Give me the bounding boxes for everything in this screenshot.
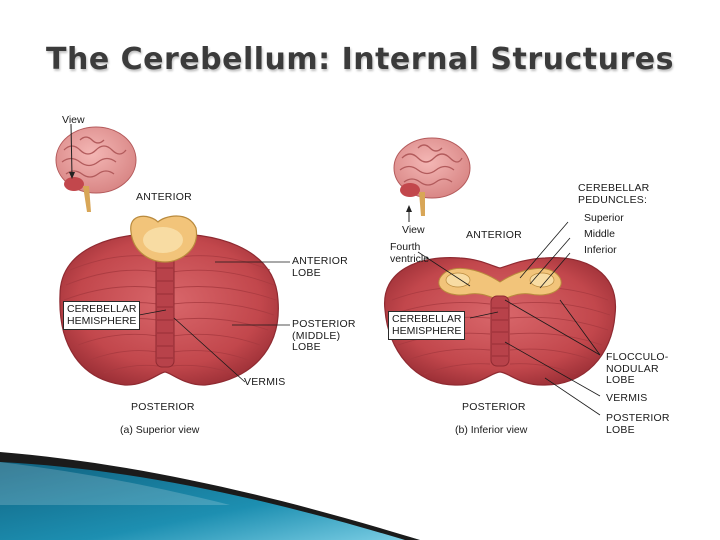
caption-superior-view: (a) Superior view — [120, 424, 200, 436]
cerebellar-hemisphere-label-b: CEREBELLAR HEMISPHERE — [388, 311, 466, 340]
fourth-ventricle-label: Fourth ventricle — [390, 241, 430, 265]
anterior-label-b: ANTERIOR — [466, 229, 522, 241]
view-label-b: View — [402, 224, 425, 236]
anterior-label-a: ANTERIOR — [136, 191, 192, 203]
middle-peduncle-label: Middle — [584, 228, 615, 240]
cerebellum-inferior-view — [384, 221, 617, 416]
cerebellar-peduncles-label: CEREBELLAR PEDUNCLES: — [578, 182, 650, 206]
posterior-label-a: POSTERIOR — [131, 401, 195, 413]
cerebellum-superior-view — [59, 215, 290, 386]
posterior-lobe-label: POSTERIOR LOBE — [606, 412, 670, 436]
vermis-label-a: VERMIS — [244, 376, 286, 388]
brain-icon-inferior — [393, 137, 471, 222]
slide-title: The Cerebellum: Internal Structures — [46, 42, 674, 77]
decorative-swoosh — [0, 452, 420, 540]
flocculonodular-lobe-label: FLOCCULO- NODULAR LOBE — [606, 351, 669, 386]
brain-icon-superior — [55, 123, 137, 212]
inferior-peduncle-label: Inferior — [584, 244, 617, 256]
caption-inferior-view: (b) Inferior view — [455, 424, 528, 436]
cerebellar-hemisphere-label-a: CEREBELLAR HEMISPHERE — [63, 301, 141, 330]
superior-peduncle-label: Superior — [584, 212, 624, 224]
posterior-label-b: POSTERIOR — [462, 401, 526, 413]
posterior-middle-lobe-label: POSTERIOR (MIDDLE) LOBE — [292, 318, 356, 353]
anterior-lobe-label: ANTERIOR LOBE — [292, 255, 348, 279]
view-label-a: View — [62, 114, 85, 126]
vermis-label-b: VERMIS — [606, 392, 648, 404]
